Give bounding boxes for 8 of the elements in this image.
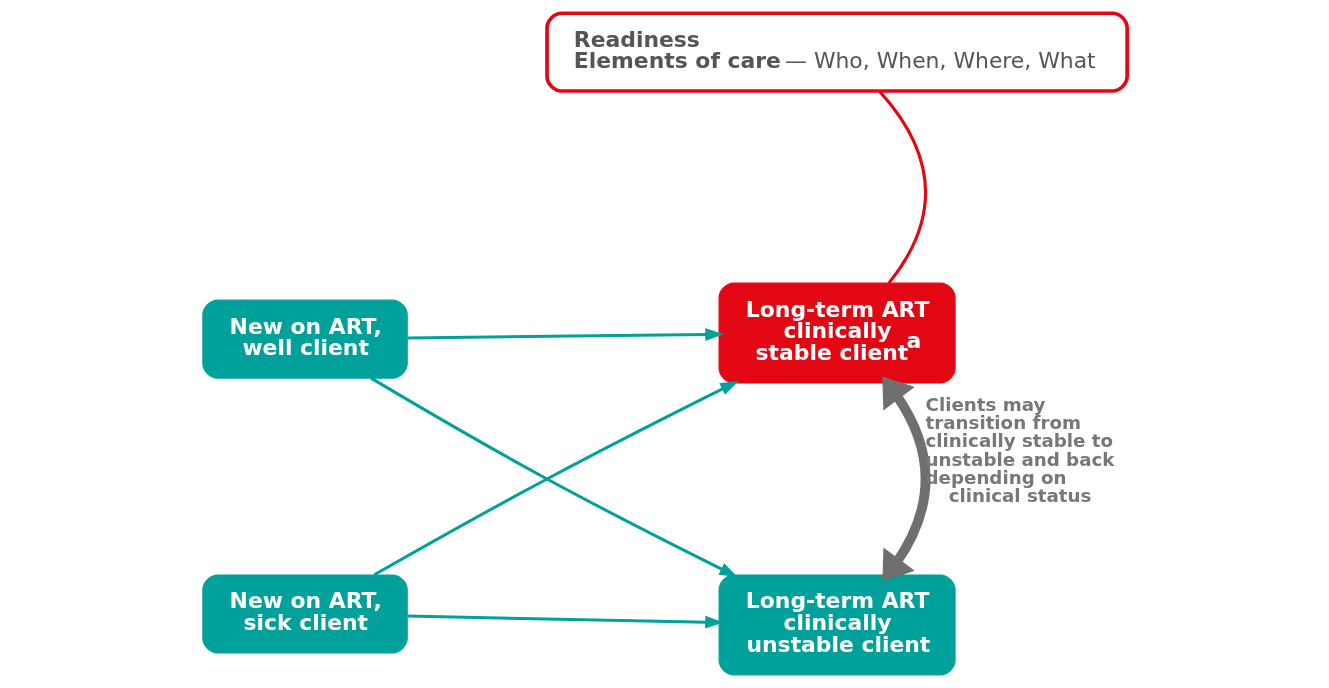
node-box: New on ART, well client (201, 299, 408, 379)
node-box: Long-term ART clinically unstable client (718, 574, 956, 676)
arrow (881, 376, 930, 582)
connector (877, 90, 927, 285)
arrow (406, 328, 723, 341)
arrow (406, 614, 723, 629)
node-box: New on ART, sick client (201, 574, 408, 654)
node-box: Readiness Elements of care — Who, When, Where, What (544, 11, 1129, 93)
